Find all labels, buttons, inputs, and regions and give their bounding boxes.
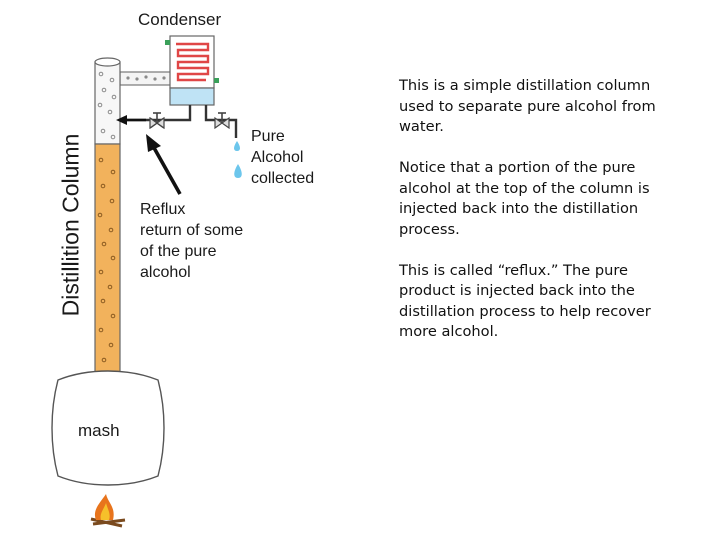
- distillation-diagram: Condenser Pure Alcohol collected Reflux …: [0, 0, 360, 540]
- diagram-graphic: [51, 35, 242, 528]
- condenser-label: Condenser: [138, 10, 222, 29]
- column-label: Distillition Column: [57, 133, 84, 317]
- droplet-icon: [234, 141, 240, 151]
- distillation-column: [94, 57, 121, 383]
- reflux-valve-icon: [149, 112, 165, 130]
- description-paragraph: Notice that a portion of the pure alcoho…: [399, 159, 650, 238]
- reflux-entry-arrow-icon: [116, 115, 127, 125]
- description-text: This is a simple distillation column use…: [399, 76, 679, 363]
- condenser-coil: [176, 42, 210, 82]
- collection-valve-icon: [214, 112, 230, 130]
- flame-icon: [90, 494, 126, 528]
- reflux-label: Reflux return of some of the pure alcoho…: [140, 201, 244, 281]
- condenser: [165, 35, 219, 106]
- droplet-icon: [234, 164, 242, 178]
- mash-label: mash: [78, 421, 120, 440]
- reflux-pointer-arrow-icon: [146, 134, 161, 152]
- mash-pot: [51, 370, 165, 486]
- pure-alcohol-label: Pure Alcohol collected: [251, 128, 315, 187]
- description-paragraph: This is called “reflux.” The pure produc…: [399, 261, 651, 341]
- description-paragraph: This is a simple distillation column use…: [399, 77, 656, 135]
